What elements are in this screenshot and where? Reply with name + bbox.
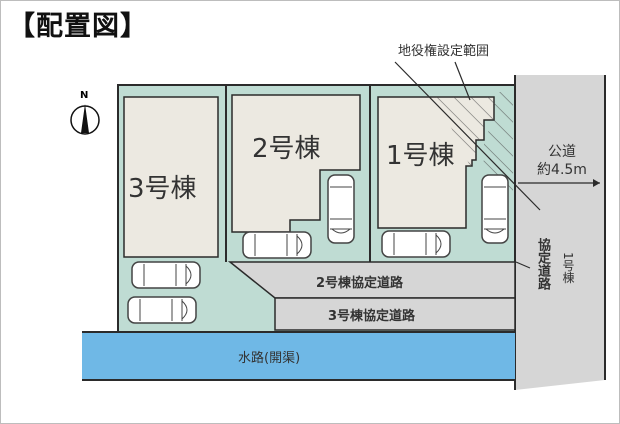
public-road-width: 約4.5m [537,162,587,178]
car-2b [327,174,355,244]
building-1-label: 1号棟 [386,141,455,171]
car-3a [131,261,201,289]
road-1-agreement-label: 協定道路 [535,238,550,290]
compass-label: N [80,90,89,101]
easement-label: 地役権設定範囲 [398,44,490,59]
building-3-label: 3号棟 [128,174,197,204]
car-1b [481,174,509,244]
page-title: 【配置図】 [8,11,148,42]
car-1a [381,230,451,258]
car-2a [242,231,312,259]
public-road-label: 公道 約4.5m [520,143,604,179]
car-3b [127,296,197,324]
road-3-agreement [274,297,516,331]
road-3-label: 3号棟協定道路 [328,309,416,324]
road-1-owner-label: 1号棟 [561,252,575,284]
waterway-label: 水路(開渠) [238,351,301,366]
road-2-label: 2号棟協定道路 [316,276,404,291]
north-arrow-icon [70,104,100,135]
building-2-label: 2号棟 [252,134,321,164]
easement-area [436,97,494,166]
public-road-name: 公道 [548,144,576,160]
public-road [514,75,606,390]
building-3 [123,96,219,258]
